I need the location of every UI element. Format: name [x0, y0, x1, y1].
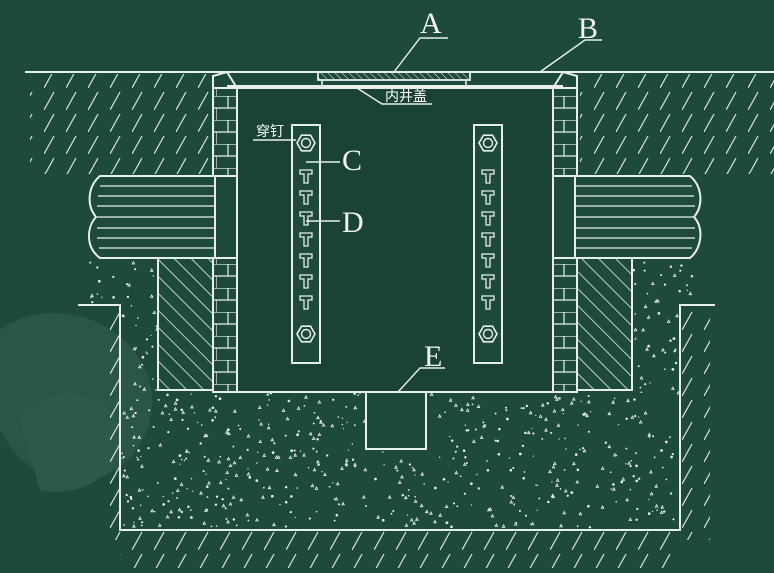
concrete-foundation	[78, 260, 715, 531]
brick-wall-left	[212, 87, 238, 393]
bracket-hook	[299, 211, 313, 226]
bracket-bolt-bottom	[296, 325, 316, 343]
bracket-hook	[299, 274, 313, 289]
lower-wall-right	[576, 257, 633, 391]
leader-lines	[253, 37, 602, 393]
label-bolt: 穿钉	[256, 124, 284, 140]
bracket-hook	[481, 190, 495, 205]
bracket-hook	[481, 274, 495, 289]
label-inner-cover: 内井盖	[385, 89, 427, 105]
cable-pipe-right	[574, 175, 702, 259]
label-d: D	[342, 206, 364, 239]
bracket-bolt-top	[478, 134, 498, 152]
cable-bracket-right	[473, 124, 503, 364]
outer-cover-a	[317, 71, 471, 81]
drain-sump-e	[365, 391, 427, 450]
bracket-hook	[481, 232, 495, 247]
cable-pipe-left	[88, 175, 216, 259]
inner-cover	[321, 80, 467, 87]
bracket-bolt-bottom	[478, 325, 498, 343]
bracket-hook	[481, 253, 495, 268]
bracket-hook	[481, 211, 495, 226]
bracket-hook	[299, 190, 313, 205]
label-b: B	[578, 12, 598, 45]
bracket-bolt-top	[296, 134, 316, 152]
manhole-chamber	[236, 87, 554, 393]
lower-wall-left	[157, 257, 214, 391]
bracket-hook	[299, 295, 313, 310]
bracket-hook	[481, 169, 495, 184]
bracket-hook	[481, 295, 495, 310]
background-decoration	[0, 313, 152, 492]
label-a: A	[420, 7, 442, 40]
brick-wall-right	[552, 87, 578, 393]
label-c: C	[342, 144, 362, 177]
cable-bracket-left	[291, 124, 321, 364]
label-e: E	[424, 340, 442, 373]
soil-hatching	[30, 74, 774, 568]
bracket-hook	[299, 232, 313, 247]
bracket-hook	[299, 253, 313, 268]
bracket-hook	[299, 169, 313, 184]
